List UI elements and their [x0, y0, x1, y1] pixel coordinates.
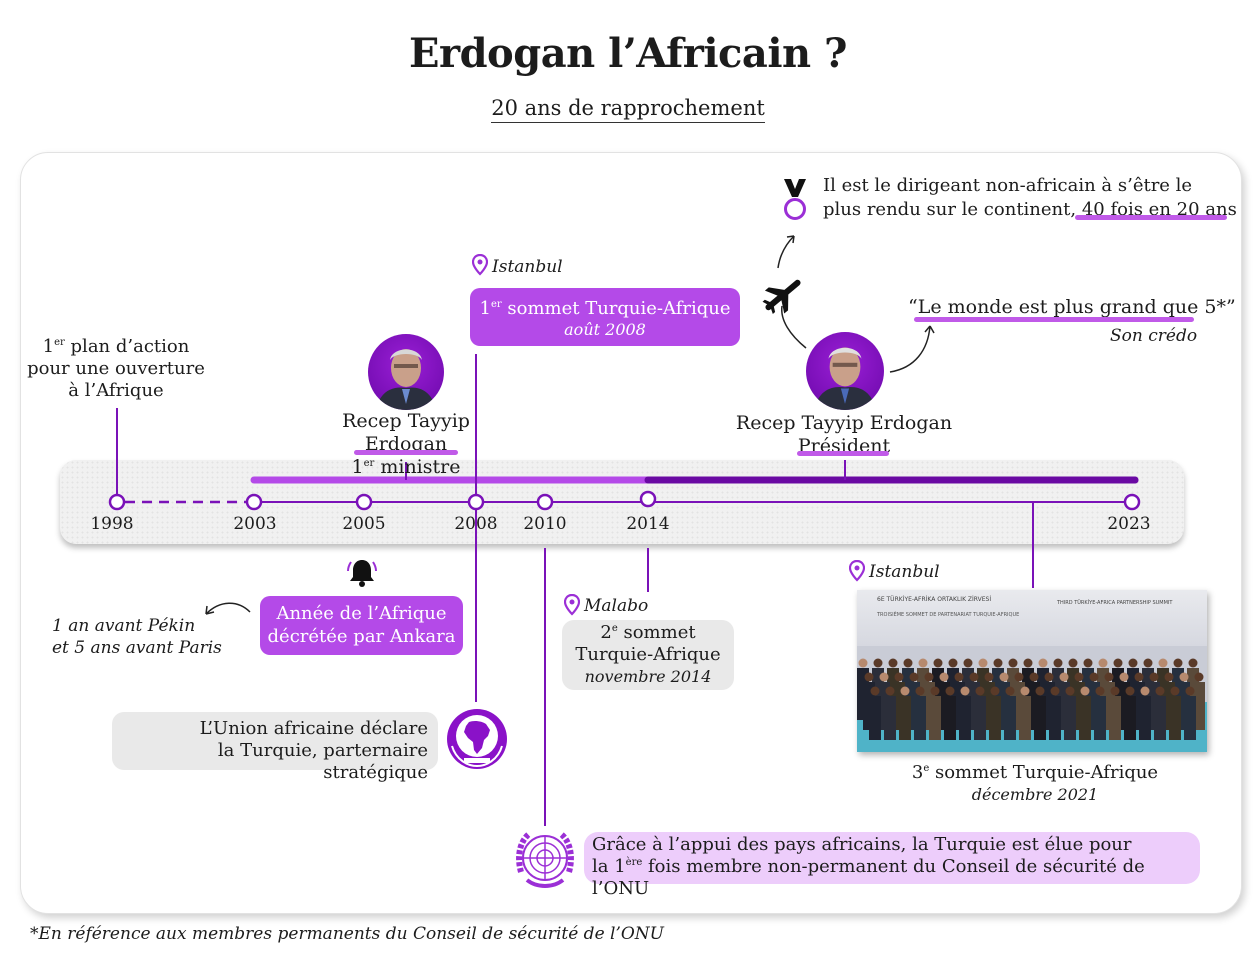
credo-quote: “Le monde est plus grand que 5*”: [908, 296, 1236, 318]
summit1-box: 1er sommet Turquie-Afrique août 2008: [470, 288, 740, 346]
pm-role-underline: [354, 450, 458, 455]
node-1998: [108, 493, 126, 511]
erdogan-portrait-president: [806, 332, 884, 410]
credo-caption: Son crédo: [1110, 326, 1198, 346]
subtitle-text: 20 ans de rapprochement: [491, 96, 765, 123]
president-name: Recep Tayyip Erdogan: [735, 412, 953, 434]
year-label: 2005: [342, 514, 386, 534]
year-of-africa-box: Année de l’Afrique décrétée par Ankara: [260, 596, 463, 655]
map-pin-icon: [471, 253, 489, 280]
node-2010: [536, 493, 554, 511]
year-label: 1998: [90, 514, 134, 534]
summit3-caption: 3e sommet Turquie-Afrique décembre 2021: [911, 762, 1159, 804]
banner-right: THIRD TÜRKİYE-AFRICA PARTNERSHIP SUMMIT: [1057, 600, 1173, 606]
erdogan-portrait-pm: [368, 334, 444, 410]
summit2-place: Malabo: [584, 596, 649, 616]
summit3-place: Istanbul: [869, 562, 940, 582]
summit1-date: août 2008: [564, 320, 646, 339]
arrow-credo: [889, 325, 931, 373]
african-union-emblem: [444, 706, 510, 776]
arrow-before: [205, 602, 251, 615]
year-label: 2003: [233, 514, 277, 534]
year-label: 2010: [523, 514, 567, 534]
bell-icon: [346, 556, 378, 594]
summit1-place: Istanbul: [492, 257, 563, 277]
node-2003: [245, 493, 263, 511]
banner-left: 6E TÜRKİYE-AFRİKA ORTAKLIK ZİRVESİ: [877, 596, 992, 603]
node-2014: [639, 490, 657, 508]
medal-icon: [781, 177, 809, 227]
record-text: Il est le dirigeant non-africain à s’êtr…: [823, 175, 1237, 220]
un-box: Grâce à l’appui des pays africains, la T…: [584, 832, 1200, 899]
un-emblem: [513, 828, 577, 894]
node-2005: [355, 493, 373, 511]
plan-1998: 1er plan d’action pour une ouverture à l…: [27, 336, 205, 401]
year-label: 2014: [626, 514, 670, 534]
summit3-crowd: [857, 658, 1205, 740]
record-highlight: 40 fois en 20 ans: [1081, 199, 1237, 220]
footnote: *En référence aux membres permanents du …: [30, 924, 665, 944]
airplane-icon: [760, 272, 806, 322]
pm-name: Recep Tayyip Erdogan: [342, 410, 470, 455]
banner-left-sub: TROISIÈME SOMMET DE PARTENARIAT TURQUIE-…: [877, 612, 1020, 618]
year-label: 2023: [1107, 514, 1151, 534]
credo-underline: [914, 317, 1194, 322]
page-title: Erdogan l’Africain ?: [409, 30, 847, 77]
map-pin-icon: [848, 559, 866, 586]
map-pin-icon: [563, 593, 581, 620]
record-underline: [1075, 215, 1227, 220]
before-note: 1 an avant Pékin et 5 ans avant Paris: [52, 616, 222, 658]
summit1-title: 1er sommet Turquie-Afrique: [479, 298, 731, 319]
node-2008: [467, 493, 485, 511]
president-role-underline: [797, 451, 889, 456]
pm-caption: Recep Tayyip Erdogan 1er ministre: [300, 410, 512, 479]
node-2023: [1123, 493, 1141, 511]
summit2-box: 2e sommet Turquie-Afrique novembre 2014: [562, 620, 734, 690]
page-subtitle: 20 ans de rapprochement: [0, 96, 1256, 123]
arrow-plane-down: [781, 305, 807, 349]
arrow-plane-up: [777, 235, 795, 269]
year-label: 2008: [454, 514, 498, 534]
pm-role: 1er ministre: [351, 456, 461, 478]
au-box: L’Union africaine déclare la Turquie, pa…: [112, 712, 438, 783]
summit3-photo: 6E TÜRKİYE-AFRİKA ORTAKLIK ZİRVESİ TROIS…: [857, 590, 1207, 752]
